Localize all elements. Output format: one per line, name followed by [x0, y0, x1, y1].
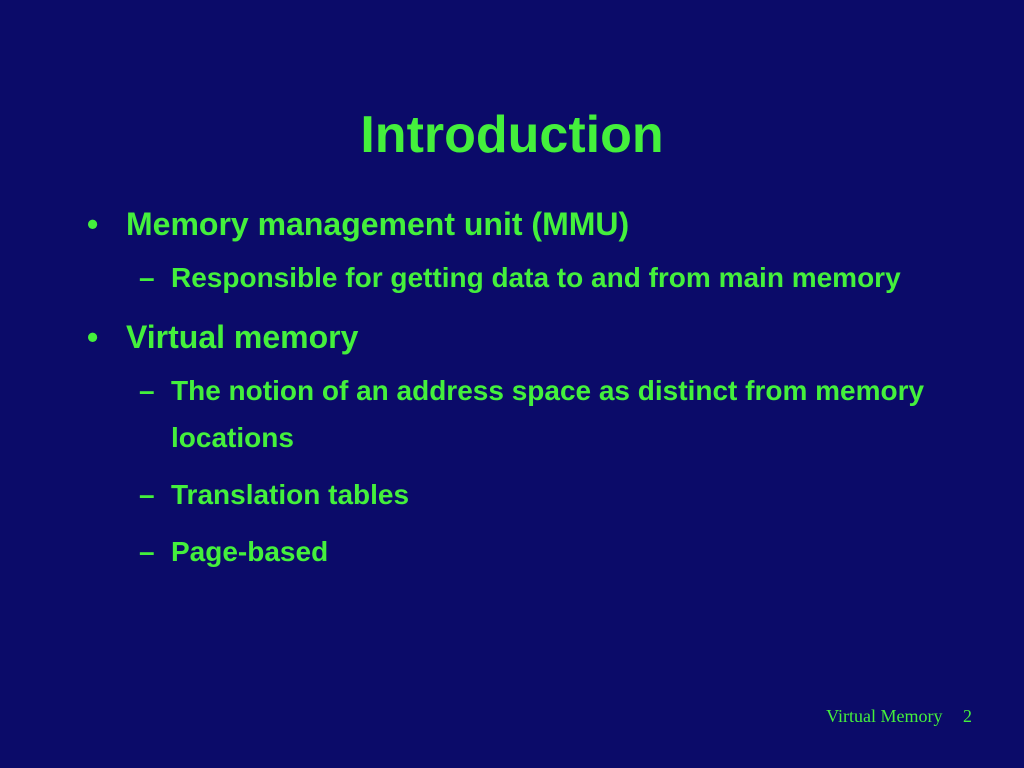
- sub-bullet-item: – The notion of an address space as dist…: [126, 367, 931, 461]
- page-number: 2: [963, 706, 972, 726]
- bullet-item-mmu: • Memory management unit (MMU): [0, 198, 1024, 250]
- sub-bullet-item: – Translation tables: [126, 471, 931, 518]
- dash-marker: –: [139, 375, 155, 406]
- sub-bullet-text: Responsible for getting data to and from…: [171, 262, 901, 293]
- bullet-text: Memory management unit (MMU): [126, 206, 630, 242]
- bullet-marker: •: [87, 206, 99, 242]
- dash-marker: –: [139, 536, 155, 567]
- bullet-item-virtual-memory: • Virtual memory: [0, 311, 1024, 363]
- sub-bullet-text: Translation tables: [171, 479, 410, 510]
- slide-title: Introduction: [360, 106, 664, 164]
- sub-bullet-text: Page-based: [171, 536, 329, 567]
- dash-marker: –: [139, 479, 155, 510]
- sub-bullet-item: – Page-based: [126, 528, 931, 575]
- sub-bullet-list: – The notion of an address space as dist…: [0, 367, 1024, 575]
- footer-label: Virtual Memory: [826, 706, 943, 726]
- dash-marker: –: [139, 262, 155, 293]
- sub-list-container: – Responsible for getting data to and fr…: [0, 254, 1024, 301]
- sub-list-container: – The notion of an address space as dist…: [0, 367, 1024, 575]
- bullet-marker: •: [87, 319, 99, 355]
- sub-bullet-list: – Responsible for getting data to and fr…: [0, 254, 1024, 301]
- sub-bullet-text: The notion of an address space as distin…: [171, 375, 925, 453]
- bullet-list: • Memory management unit (MMU) – Respons…: [0, 198, 1024, 585]
- slide-footer: Virtual Memory 2: [826, 706, 972, 727]
- sub-bullet-item: – Responsible for getting data to and fr…: [126, 254, 931, 301]
- bullet-text: Virtual memory: [126, 319, 359, 355]
